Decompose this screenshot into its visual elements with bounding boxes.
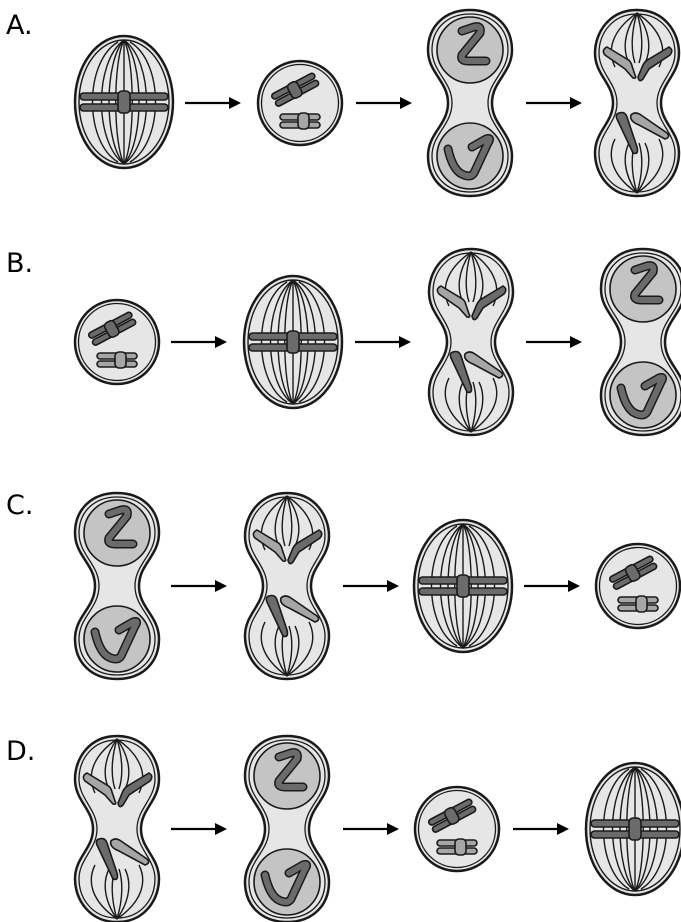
anaphase-cell bbox=[75, 736, 159, 922]
anaphase-cell bbox=[245, 493, 329, 679]
metaphase-cell bbox=[414, 520, 512, 652]
option-label: C. bbox=[6, 490, 33, 521]
arrow-icon bbox=[513, 823, 569, 835]
option-c[interactable]: C. bbox=[6, 490, 680, 679]
arrow-icon bbox=[343, 823, 399, 835]
arrow-icon bbox=[356, 97, 412, 109]
prophase-cell bbox=[415, 787, 499, 871]
anaphase-cell bbox=[429, 249, 513, 435]
arrow-icon bbox=[526, 336, 582, 348]
prophase-cell bbox=[596, 544, 680, 628]
telophase-cell bbox=[601, 249, 681, 435]
option-a[interactable]: A. bbox=[6, 10, 679, 196]
metaphase-cell bbox=[586, 763, 681, 895]
telophase-cell bbox=[245, 736, 329, 922]
telophase-cell bbox=[428, 10, 512, 196]
arrow-icon bbox=[526, 97, 582, 109]
metaphase-cell bbox=[244, 276, 342, 408]
option-label: D. bbox=[6, 736, 35, 767]
prophase-cell bbox=[75, 300, 159, 384]
option-label: A. bbox=[6, 10, 33, 41]
arrow-icon bbox=[355, 336, 411, 348]
arrow-icon bbox=[171, 823, 227, 835]
anaphase-cell bbox=[595, 10, 679, 196]
arrow-icon bbox=[343, 580, 399, 592]
metaphase-cell bbox=[75, 36, 173, 168]
prophase-cell bbox=[258, 61, 342, 145]
arrow-icon bbox=[524, 580, 580, 592]
arrow-icon bbox=[171, 580, 227, 592]
option-b[interactable]: B. bbox=[6, 248, 681, 435]
telophase-cell bbox=[75, 493, 159, 679]
option-label: B. bbox=[6, 248, 33, 279]
option-d[interactable]: D. bbox=[6, 736, 681, 922]
arrow-icon bbox=[185, 97, 241, 109]
arrow-icon bbox=[171, 336, 227, 348]
